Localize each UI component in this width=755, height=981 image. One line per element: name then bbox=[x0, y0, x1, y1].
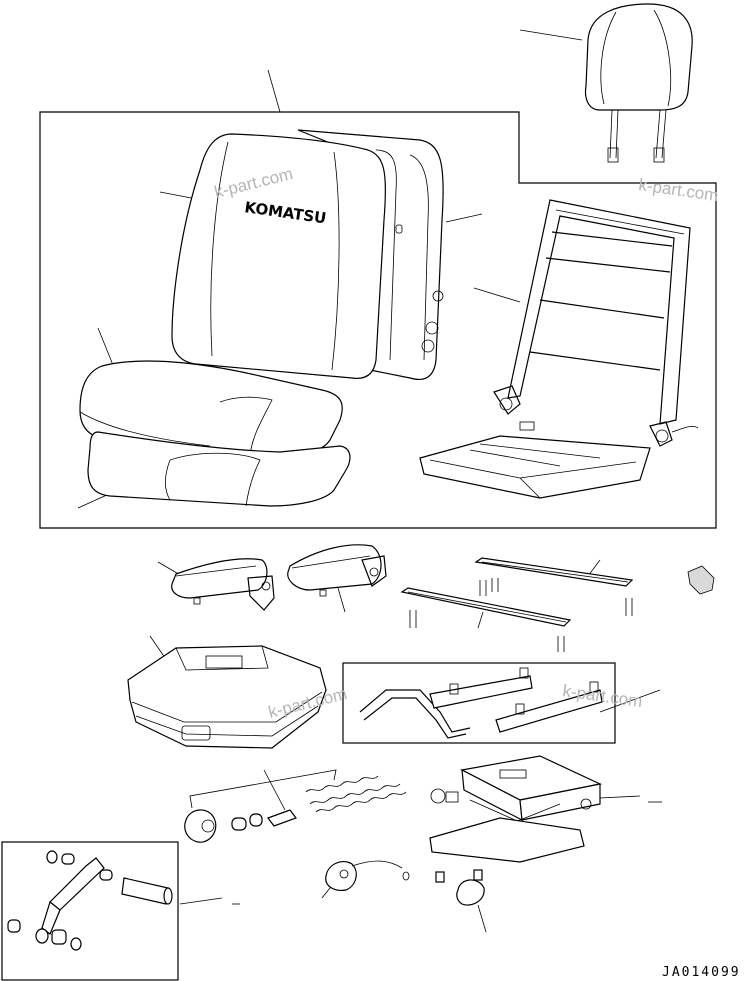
slide-rail-assembly bbox=[359, 667, 603, 739]
mounting-plate-lower bbox=[400, 587, 572, 652]
mounting-plate-upper bbox=[474, 557, 634, 616]
adjustment-knob bbox=[325, 860, 410, 891]
seat-cushion-base bbox=[87, 431, 351, 507]
headrest bbox=[584, 3, 693, 163]
seat-back-cushion: KOMATSU bbox=[171, 133, 387, 379]
seat-back-rear-cover bbox=[297, 129, 444, 381]
armrest-right bbox=[287, 544, 387, 597]
gas-spring-kit bbox=[7, 850, 173, 951]
rail-assembly-box bbox=[342, 662, 616, 744]
seat-frame bbox=[419, 199, 699, 499]
small-clip bbox=[687, 565, 715, 595]
armrest-left bbox=[171, 558, 275, 611]
suspension-mechanism bbox=[429, 755, 602, 863]
watermark-2: k-part.com bbox=[637, 175, 719, 205]
spring-group-bracket bbox=[189, 769, 337, 809]
seat-cushion-top bbox=[79, 360, 343, 457]
gas-spring-box bbox=[1, 841, 179, 981]
drawing-code: JA014099 bbox=[662, 965, 741, 980]
seat-assembly-frame bbox=[39, 111, 717, 529]
spring-parts bbox=[184, 775, 407, 843]
cap-parts bbox=[435, 869, 485, 906]
suspension-cover bbox=[127, 645, 327, 749]
